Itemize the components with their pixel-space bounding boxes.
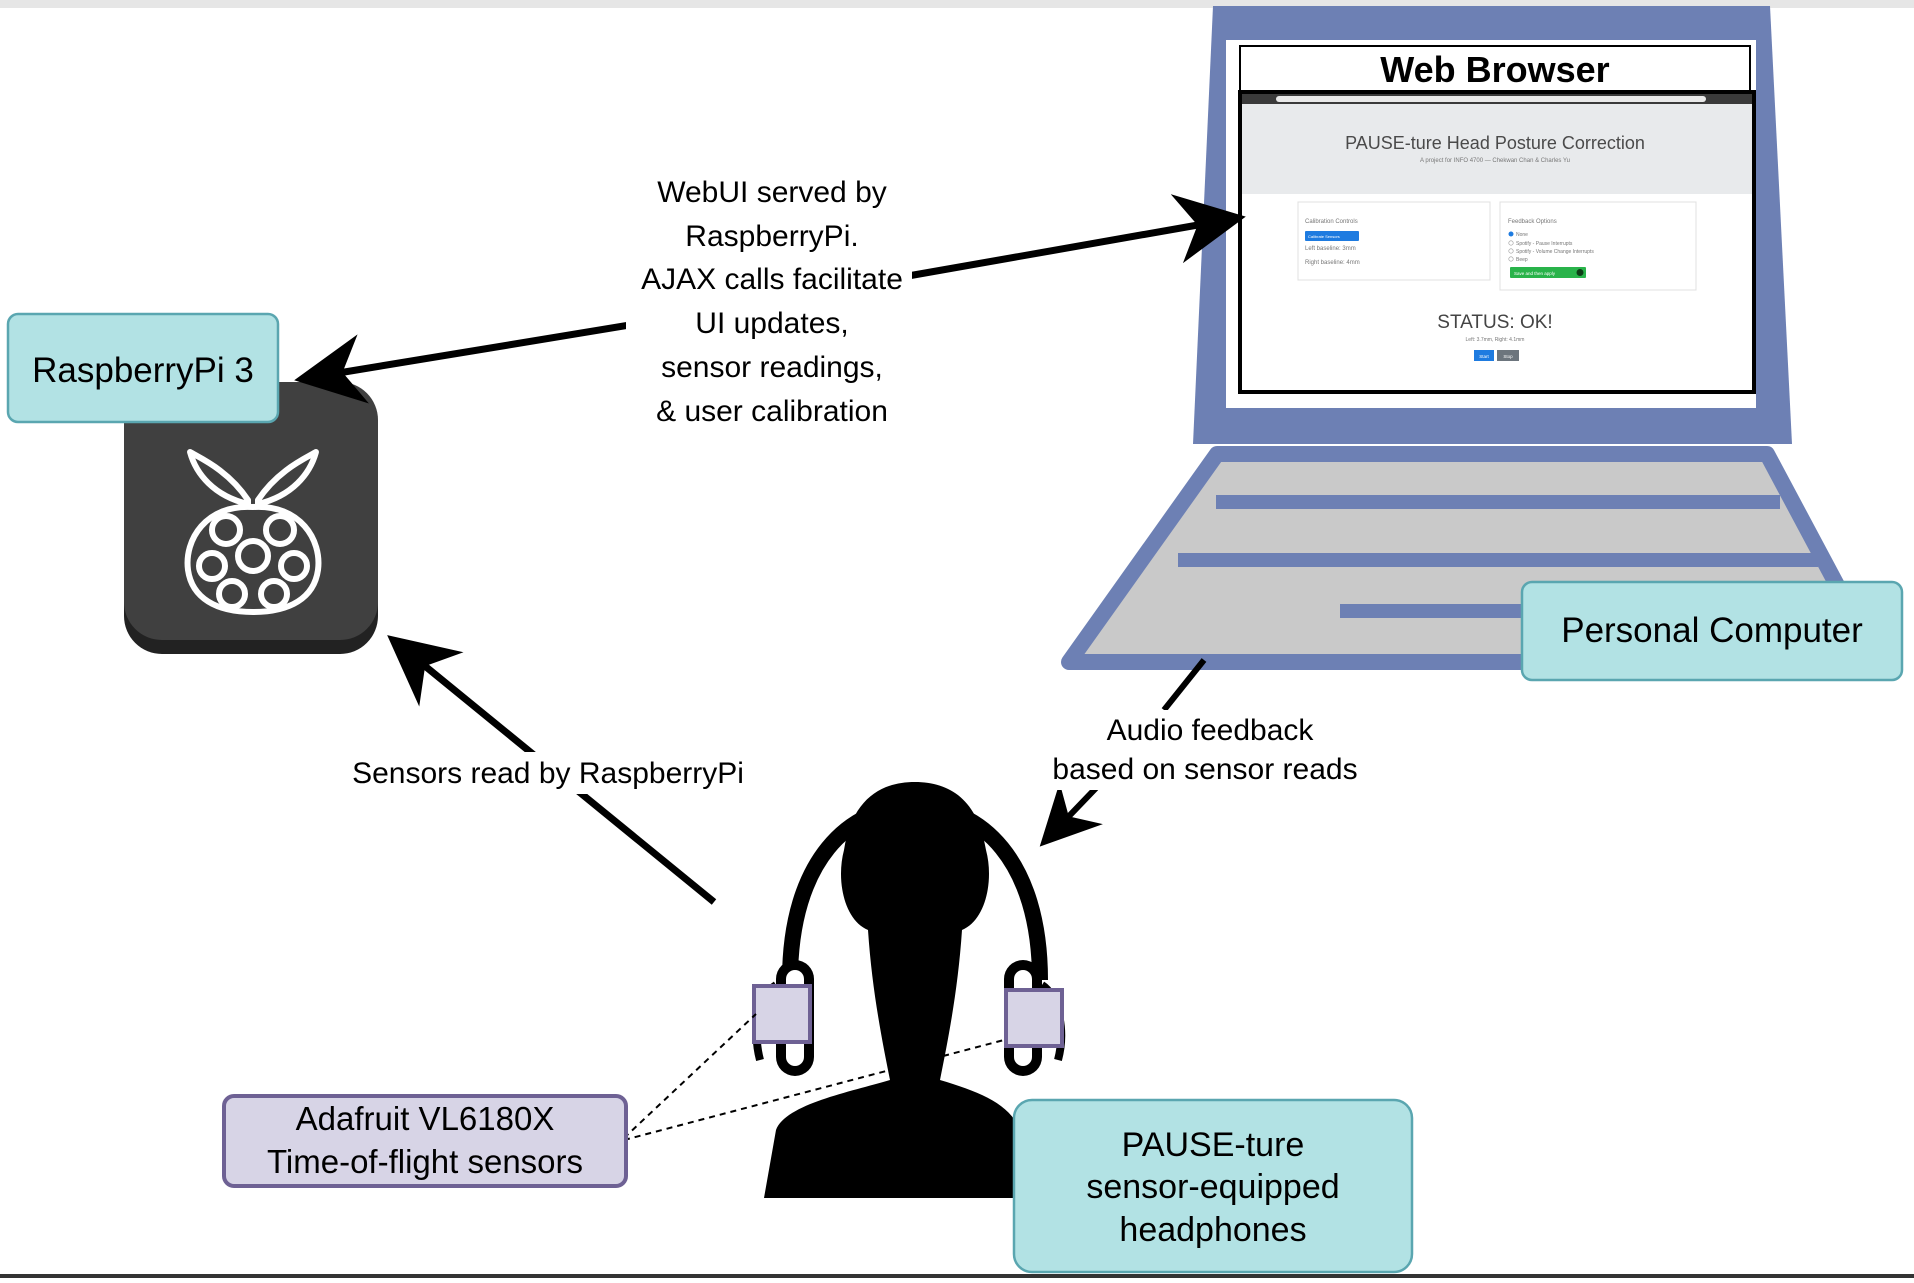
- sensors-label-line-2: Time-of-flight sensors: [267, 1143, 583, 1180]
- right-tof-sensor: [1004, 988, 1064, 1048]
- right-baseline: Right baseline: 4mm: [1305, 260, 1360, 266]
- start-button[interactable]: [1474, 350, 1494, 361]
- webui-label-line-4: UI updates,: [695, 307, 848, 340]
- keyboard-row-2: [1178, 553, 1818, 567]
- raspberry-pi-node: RaspberryPi 3: [6, 312, 378, 654]
- personal-computer-label-box: [1520, 580, 1904, 682]
- left-baseline: Left baseline: 3mm: [1305, 246, 1356, 252]
- webui-label-line-6: & user calibration: [656, 395, 888, 428]
- sensor-leader-left: [623, 1013, 757, 1139]
- webui-label-background: [626, 170, 912, 436]
- stop-button[interactable]: [1497, 350, 1519, 361]
- sensors-read-label: Sensors read by RaspberryPi: [352, 757, 744, 790]
- save-status-dot: [1576, 269, 1584, 276]
- top-bar: [0, 0, 1914, 8]
- webui-label-line-2: RaspberryPi.: [685, 220, 858, 253]
- status-detail: Left: 3.7mm, Right: 4.1mm: [1466, 337, 1525, 343]
- audio-label-line-2: based on sensor reads: [1052, 753, 1357, 786]
- webpage-header: [1242, 104, 1752, 194]
- option-pause: Spotify - Pause Interrupts: [1516, 241, 1573, 247]
- arrow-to-raspberry-pi: [294, 320, 637, 404]
- person-silhouette: [764, 782, 1030, 1198]
- feedback-header: Feedback Options: [1508, 219, 1557, 225]
- stop-button-label: Stop: [1503, 354, 1513, 359]
- radio-beep[interactable]: [1508, 256, 1514, 262]
- raspberry-pi-label-box: [6, 312, 280, 424]
- option-volume: Spotify - Volume Change Interrupts: [1516, 249, 1594, 255]
- webui-label-line-1: WebUI served by: [657, 176, 887, 209]
- audio-label-line-1: Audio feedback: [1107, 714, 1315, 747]
- save-button-label: Save and then apply: [1514, 271, 1556, 276]
- sensors-label-line-1: Adafruit VL6180X: [296, 1100, 555, 1137]
- radio-none-selected[interactable]: [1508, 231, 1514, 237]
- browser-title: Web Browser: [1380, 49, 1609, 90]
- browser-title-box: [1239, 45, 1751, 93]
- personal-computer-label: Personal Computer: [1561, 611, 1863, 650]
- sensors-label-box: [222, 1094, 628, 1188]
- keyboard-row-1: [1216, 495, 1780, 509]
- audio-arrow-tail: [1161, 658, 1207, 712]
- left-tof-sensor: [752, 984, 812, 1044]
- save-apply-button[interactable]: [1510, 267, 1586, 278]
- headphones-label-line-2: sensor-equipped: [1086, 1168, 1339, 1206]
- raspberry-pi-label: RaspberryPi 3: [32, 351, 254, 390]
- calibrate-sensors-button[interactable]: [1305, 231, 1359, 241]
- webpage-subtitle: A project for INFO 4700 — Chekwan Chan &…: [1420, 158, 1570, 164]
- calibrate-button-label: Calibrate Sensors: [1308, 234, 1340, 239]
- webui-label-line-5: sensor readings,: [661, 351, 883, 384]
- sensors-read-label-background: [346, 752, 750, 794]
- status-text: STATUS: OK!: [1437, 312, 1552, 333]
- browser-address-bar: [1276, 96, 1706, 102]
- radio-pause[interactable]: [1508, 240, 1514, 246]
- headphones-label-box: [1012, 1098, 1414, 1274]
- raspberry-pi-logo-icon: [184, 449, 322, 615]
- webui-label-line-3: AJAX calls facilitate: [641, 263, 903, 296]
- option-beep: Beep: [1516, 257, 1528, 263]
- headphones-label-line-1: PAUSE-ture: [1122, 1126, 1305, 1164]
- arrow-audio-to-headphones: [1039, 782, 1103, 847]
- webpage-title: PAUSE-ture Head Posture Correction: [1345, 133, 1645, 153]
- option-none: None: [1516, 232, 1528, 238]
- audio-label-background: [1034, 710, 1374, 790]
- arrow-to-web-browser: [907, 194, 1246, 280]
- calibration-header: Calibration Controls: [1305, 219, 1358, 225]
- radio-volume[interactable]: [1508, 248, 1514, 254]
- bottom-edge: [0, 1274, 1914, 1278]
- web-browser-window: Web Browser PAUSE-ture Head Posture Corr…: [1238, 45, 1756, 394]
- headphones-label-line-3: headphones: [1119, 1211, 1306, 1249]
- start-button-label: Start: [1479, 354, 1489, 359]
